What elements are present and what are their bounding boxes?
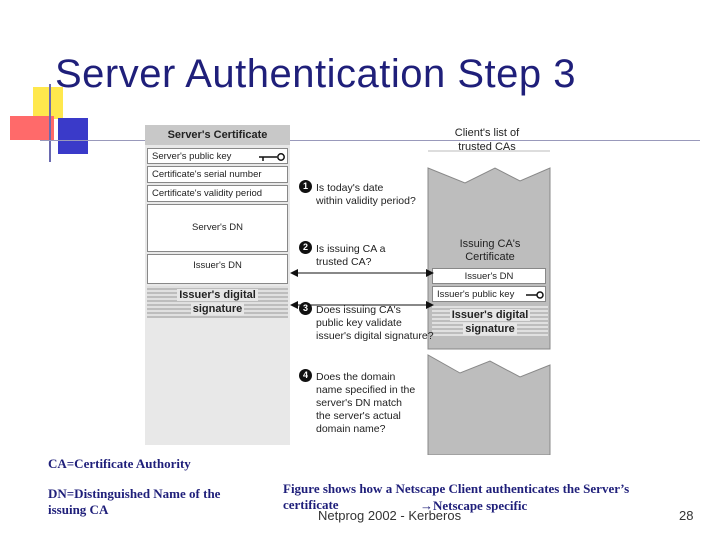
client-list-heading: Client's list of trusted CAs [432,126,542,154]
decor-horizontal-rule [40,140,700,141]
key-icon [526,291,544,299]
ca-issuer-signature: Issuer's digital signature [432,306,548,338]
arrow-step-3 [290,301,434,309]
decor-blue-square [58,118,88,154]
footer-text: Netprog 2002 - Kerberos [318,508,462,523]
step-3-badge: 3 [299,302,312,315]
server-issuer-signature: Issuer's digital signature [147,286,288,318]
field-label: Server's public key [152,151,232,162]
ca-field-issuer-public-key: Issuer's public key [432,286,546,302]
client-trusted-ca-list [427,150,551,455]
ca-field-label: Issuer's public key [437,289,515,300]
field-server-public-key: Server's public key [147,148,288,164]
arrow-step-2 [290,269,434,277]
step-4-badge: 4 [299,369,312,382]
issuing-ca-cert-heading: Issuing CA's Certificate [432,238,548,264]
ca-signature-line-2: signature [463,323,517,335]
step-3-text: Does issuing CA's public key validate is… [316,304,434,342]
ca-list-body [427,167,551,350]
signature-line-2: signature [190,303,245,315]
issuing-ca-heading-line-2: Certificate [465,251,515,263]
ca-signature-line-1: Issuer's digital [449,309,531,321]
ca-list-lower [427,354,551,455]
field-validity-period: Certificate's validity period [147,185,288,202]
page-number: 28 [679,508,694,523]
field-serial-number: Certificate's serial number [147,166,288,183]
field-issuer-dn: Issuer's DN [147,254,288,284]
ca-field-issuer-dn: Issuer's DN [432,268,546,284]
issuing-ca-heading-line-1: Issuing CA's [459,238,521,250]
note-ca-definition: CA=Certificate Authority [48,456,191,471]
client-list-heading-line-1: Client's list of [454,127,520,139]
netscape-specific-note: →Netscape specific [420,498,570,514]
field-server-dn: Server's DN [147,204,288,252]
slide-title: Server Authentication Step 3 [55,52,576,96]
figure-caption: Figure shows how a Netscape Client authe… [283,481,630,512]
step-1-text: Is today's date within validity period? [316,182,416,207]
decor-yellow-square [33,87,63,119]
decor-vertical-line [49,84,51,162]
arrows-layer [290,269,434,309]
key-icon [259,153,285,161]
decor-red-bar [10,116,54,140]
note-dn-definition: DN=Distinguished Name of the issuing CA [48,486,221,517]
step-4-text: Does the domain name specified in the se… [316,371,416,435]
server-certificate-heading: Server's Certificate [145,125,290,145]
step-2-text: Is issuing CA a trusted CA? [316,243,386,268]
arrow-right-icon: → [420,498,433,513]
netscape-specific-label: Netscape specific [433,498,528,513]
step-1-badge: 1 [299,180,312,193]
step-2-badge: 2 [299,241,312,254]
client-list-heading-line-2: trusted CAs [458,141,516,153]
signature-line-1: Issuer's digital [177,289,258,301]
